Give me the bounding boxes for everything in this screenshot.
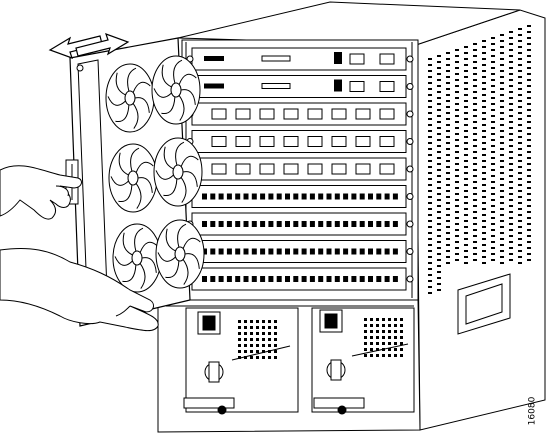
line-card-module	[186, 130, 414, 153]
line-card-module	[186, 212, 414, 236]
line-card-slots	[186, 47, 414, 291]
line-card-module	[186, 47, 414, 71]
line-card-module	[186, 157, 414, 181]
door-motion-arrows	[48, 33, 130, 59]
fan	[155, 219, 205, 289]
power-supply-left	[183, 307, 299, 415]
side-carry-handle	[457, 273, 511, 335]
fan-tray	[65, 37, 205, 327]
fan	[153, 137, 203, 207]
arrow-right-icon	[75, 33, 130, 57]
line-card-module	[186, 102, 414, 126]
chassis-side-panel	[177, 1, 546, 431]
side-vent-pattern	[428, 25, 531, 294]
fan	[108, 143, 158, 213]
arrow-left-icon	[48, 35, 103, 59]
figure-number-text: 16080	[527, 396, 538, 426]
fan	[151, 55, 201, 125]
power-supply-bay	[157, 299, 421, 433]
hand-upper	[0, 165, 82, 220]
power-supply-grille	[238, 318, 403, 359]
line-card-module	[186, 75, 414, 98]
line-card-module	[186, 267, 414, 291]
figure-number-label: 16080	[527, 392, 544, 432]
power-supply-right	[311, 307, 415, 415]
hand-lower	[0, 248, 159, 332]
fan	[112, 223, 162, 293]
line-card-module	[186, 240, 414, 263]
fan-array	[105, 55, 205, 293]
fan	[105, 63, 155, 133]
line-card-module	[186, 185, 414, 208]
